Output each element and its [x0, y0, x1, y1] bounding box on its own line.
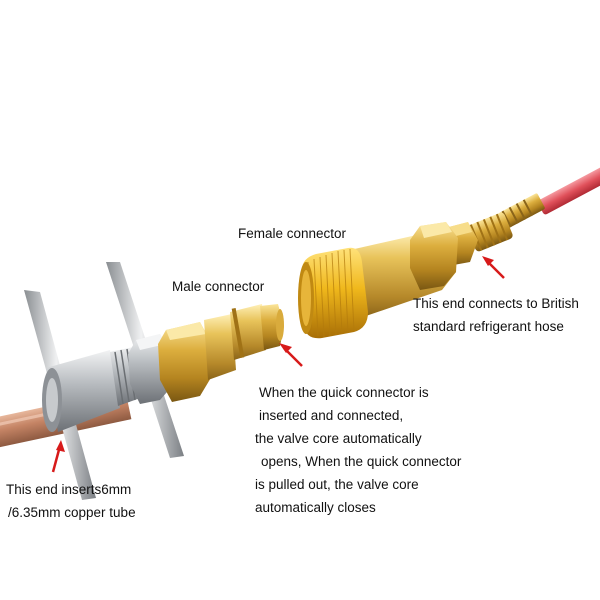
red-refrigerant-hose: [537, 164, 600, 215]
small-valve-body: [467, 212, 513, 252]
male-connector-text: Male connector: [172, 279, 265, 294]
hose-fitting: [498, 193, 545, 229]
arrow-copper-tube: [51, 440, 65, 473]
british-hose-label: This end connects to British standard re…: [413, 292, 579, 338]
copper-tube-line-2: /6.35mm copper tube: [8, 505, 136, 520]
quick-connector-line-2: inserted and connected,: [259, 408, 404, 423]
british-hose-line-1: This end connects to British: [413, 296, 579, 311]
british-hose-line-2: standard refrigerant hose: [413, 319, 564, 334]
knurled-sleeve: [298, 247, 368, 339]
female-connector: [298, 222, 458, 339]
quick-connector-line-6: automatically closes: [255, 500, 376, 515]
quick-connector-line-3: the valve core automatically: [255, 431, 422, 446]
copper-tube-label: This end inserts6mm /6.35mm copper tube: [6, 478, 136, 524]
copper-tube-line-1: This end inserts6mm: [6, 482, 132, 497]
steel-valve-body: [42, 334, 174, 432]
quick-connector-line-5: is pulled out, the valve core: [255, 477, 419, 492]
female-connector-label: Female connector: [238, 222, 346, 245]
arrow-female-fitting: [482, 256, 505, 279]
quick-connector-description: When the quick connector is inserted and…: [255, 381, 461, 519]
quick-connector-line-1: When the quick connector is: [259, 385, 429, 400]
male-connector: [158, 304, 284, 402]
quick-connector-line-4: opens, When the quick connector: [261, 454, 462, 469]
male-connector-label: Male connector: [172, 275, 264, 298]
female-connector-text: Female connector: [238, 226, 347, 241]
arrow-male-connector: [279, 343, 303, 367]
